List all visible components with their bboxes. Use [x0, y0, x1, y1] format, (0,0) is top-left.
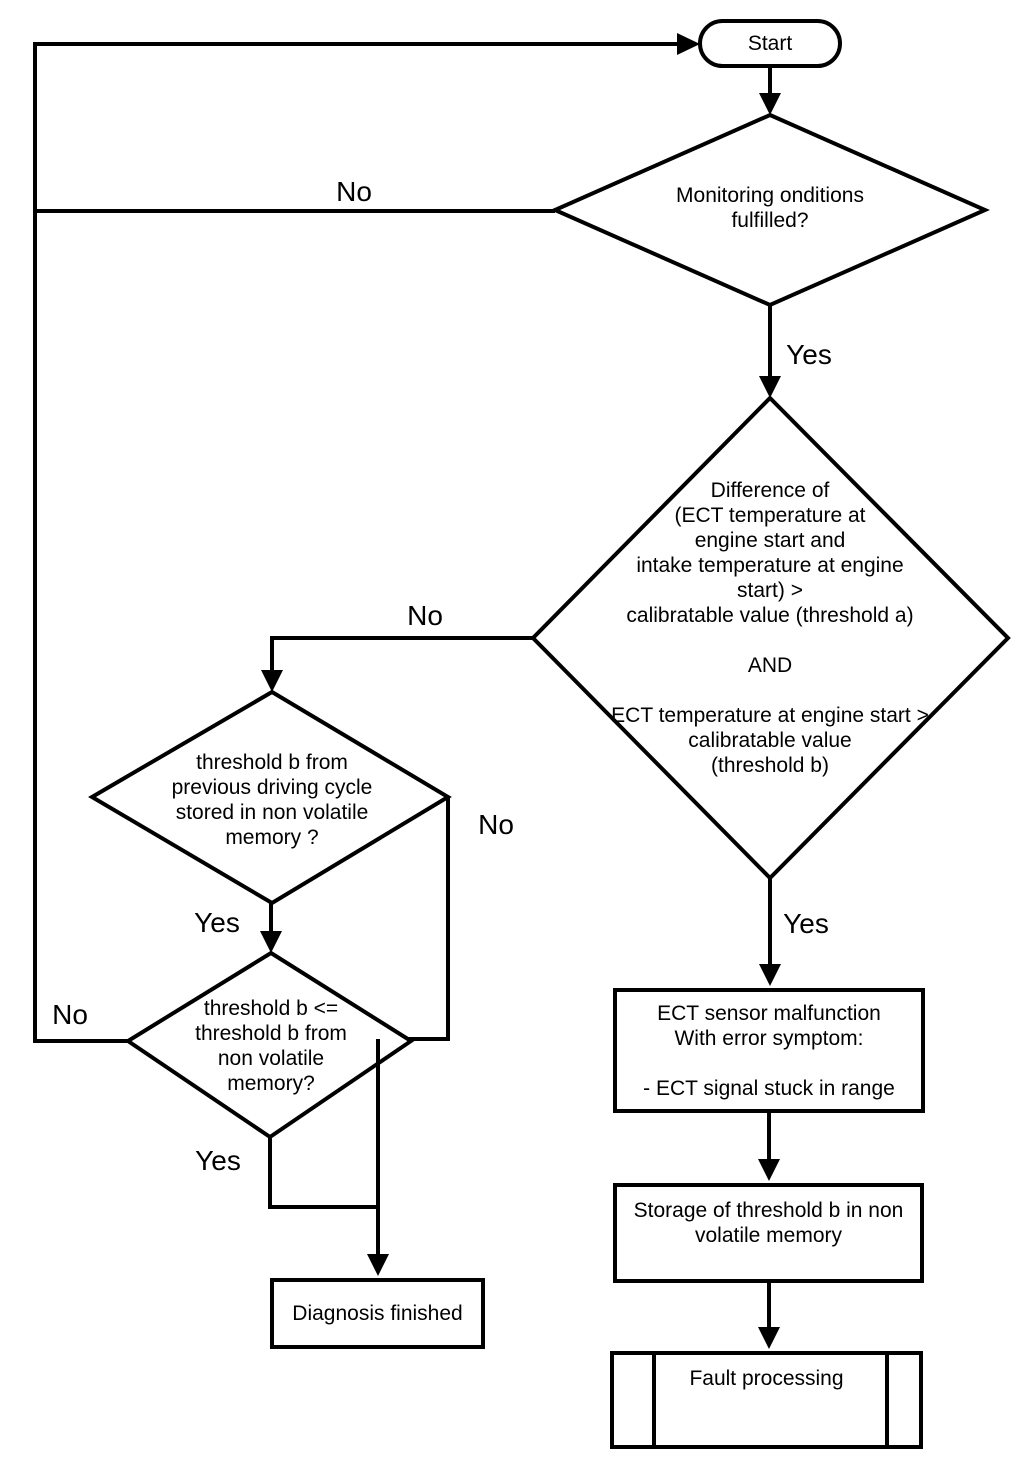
monitoring-yes-label: Yes	[786, 339, 832, 370]
start-terminator: Start	[698, 19, 842, 68]
monitoring-no-label: No	[336, 176, 372, 207]
storage-label: Storage of threshold b in non volatile m…	[633, 1199, 904, 1247]
arrowhead-into-malfunction	[759, 964, 781, 986]
predefined-process-left-bar	[652, 1355, 656, 1445]
monitoring-decision-label: Monitoring onditions fulfilled?	[676, 184, 864, 232]
arrowhead-into-monitoring	[759, 93, 781, 115]
malfunction-label: ECT sensor malfunction With error sympto…	[643, 1001, 895, 1100]
condition-no-label: No	[407, 600, 443, 631]
compare-decision-diamond	[124, 950, 415, 1140]
arrowhead-into-stored	[261, 670, 283, 692]
condition-decision-diamond	[530, 395, 1011, 881]
fault-predefined-process-box: Fault processing	[610, 1351, 923, 1449]
condition-decision-label: Difference of (ECT temperature at engine…	[611, 479, 929, 777]
fault-label: Fault processing	[689, 1367, 844, 1390]
malfunction-process-box: ECT sensor malfunction With error sympto…	[613, 988, 925, 1113]
arrowhead-into-start	[677, 33, 700, 55]
compare-decision-label: threshold b <= threshold b from non vola…	[195, 997, 347, 1095]
arrowhead-into-compare	[260, 931, 282, 953]
predefined-process-right-bar	[885, 1355, 889, 1445]
start-label: Start	[747, 32, 793, 55]
condition-yes-label: Yes	[783, 908, 829, 939]
edge-loop-back-to-start-line	[33, 42, 680, 1043]
finished-label: Diagnosis finished	[292, 1302, 463, 1325]
edge-condition-no-line	[270, 636, 533, 670]
storage-process-box: Storage of threshold b in non volatile m…	[613, 1183, 924, 1283]
stored-yes-label: Yes	[194, 907, 240, 938]
finished-process-box: Diagnosis finished	[270, 1278, 485, 1349]
compare-no-label: No	[52, 999, 88, 1030]
compare-yes-label: Yes	[195, 1145, 241, 1176]
arrowhead-into-finished	[367, 1254, 389, 1276]
arrowhead-into-storage	[758, 1159, 780, 1181]
stored-no-label: No	[478, 809, 514, 840]
stored-decision-diamond	[88, 689, 452, 906]
stored-decision-label: threshold b from previous driving cycle …	[171, 751, 373, 849]
monitoring-decision-diamond	[550, 112, 990, 308]
edge-compare-yes-line	[268, 1137, 378, 1209]
arrowhead-into-condition	[759, 376, 781, 398]
arrowhead-into-fault	[758, 1327, 780, 1349]
